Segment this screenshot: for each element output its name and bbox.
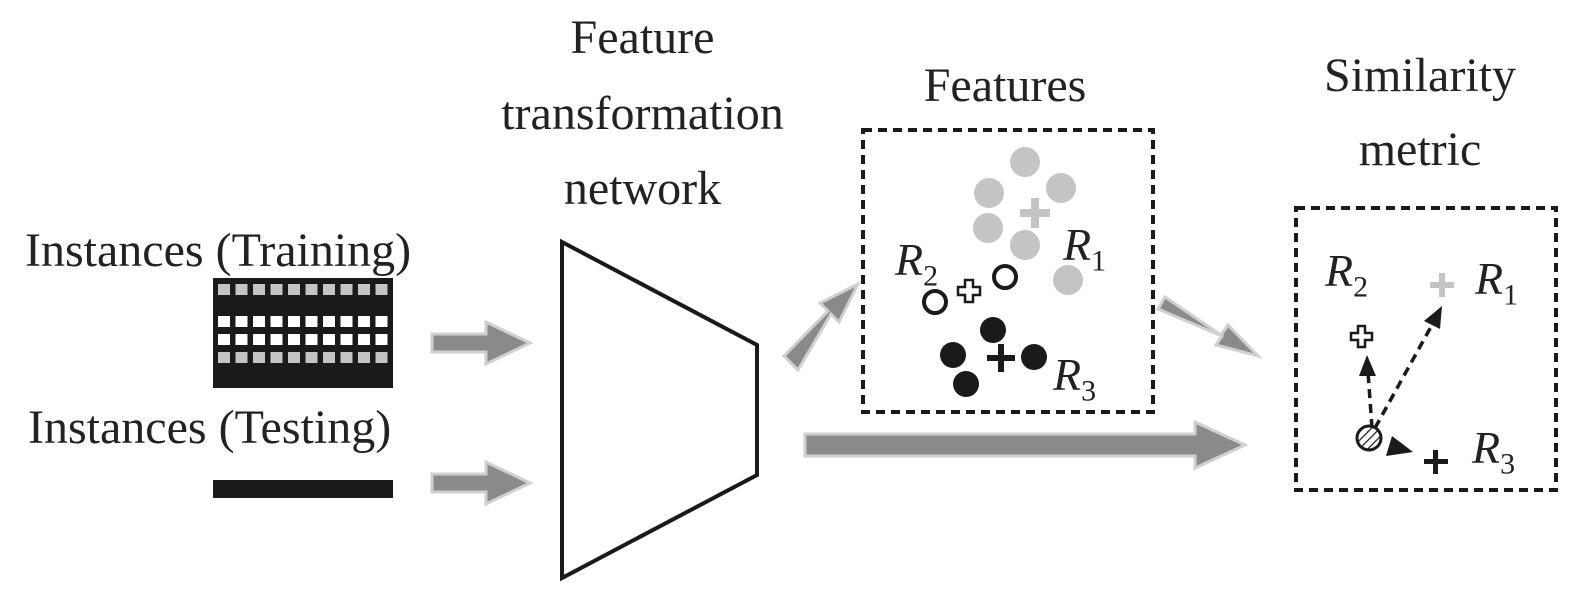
- arrow-features-to-similarity: [1155, 294, 1263, 359]
- similarity-dashed-arrows: [1366, 324, 1434, 429]
- matrix-cell: [253, 316, 265, 327]
- matrix-cell: [235, 284, 248, 295]
- matrix-cell: [340, 316, 353, 327]
- matrix-cell: [270, 316, 283, 327]
- testing-instance-bar: [213, 480, 393, 498]
- matrix-cell: [218, 352, 230, 363]
- cluster-r1-center-plus: [1020, 198, 1050, 228]
- matrix-cell: [358, 316, 370, 327]
- matrix-cell: [253, 284, 265, 295]
- matrix-cell: [235, 334, 248, 345]
- testing-label: Instances (Testing): [28, 401, 392, 454]
- similarity-title-line1: Similarity: [1324, 49, 1516, 102]
- matrix-cell: [323, 334, 335, 345]
- matrix-cell: [358, 334, 370, 345]
- network-trapezoid: [560, 238, 759, 582]
- matrix-cell: [358, 284, 370, 295]
- features-title: Features: [923, 59, 1087, 112]
- matrix-cell: [253, 352, 265, 363]
- cluster-r3-points: [940, 317, 1047, 397]
- similarity-r2-label: R2: [1325, 245, 1369, 304]
- arrow-training-to-network: [430, 319, 534, 367]
- arrow-testing-to-network: [430, 459, 534, 507]
- matrix-cell: [270, 334, 283, 345]
- arrow-network-to-features: [781, 280, 862, 373]
- network-title-line1: Feature: [570, 11, 715, 64]
- matrix-cell: [375, 334, 388, 345]
- cluster-r2-center-plus: [956, 278, 982, 304]
- matrix-cell: [235, 352, 248, 363]
- matrix-cell: [218, 334, 230, 345]
- matrix-cell: [218, 316, 230, 327]
- matrix-cell: [358, 352, 370, 363]
- cluster-r3-center-plus: [987, 344, 1015, 372]
- matrix-cell: [323, 352, 335, 363]
- matrix-cell: [288, 334, 300, 345]
- matrix-cell: [340, 334, 353, 345]
- matrix-cell: [288, 352, 300, 363]
- matrix-cell: [375, 316, 388, 327]
- network-title-line3: network: [563, 162, 722, 215]
- matrix-cell: [270, 284, 283, 295]
- matrix-cell: [305, 334, 318, 345]
- matrix-cell: [305, 316, 318, 327]
- test-sample-point: [1355, 424, 1383, 452]
- features-r3-label: R3: [1053, 349, 1097, 408]
- matrix-cell: [323, 316, 335, 327]
- matrix-cell: [270, 352, 283, 363]
- similarity-r2-plus: [1349, 324, 1374, 349]
- matrix-cell: [235, 316, 248, 327]
- matrix-cell: [375, 284, 388, 295]
- matrix-cell: [253, 334, 265, 345]
- matrix-cell: [288, 316, 300, 327]
- matrix-cell: [323, 284, 335, 295]
- matrix-cell: [305, 284, 318, 295]
- matrix-cell: [375, 352, 388, 363]
- features-r1-label: R1: [1063, 219, 1107, 278]
- similarity-title-line2: metric: [1358, 123, 1482, 176]
- similarity-r3-label: R3: [1472, 422, 1516, 481]
- training-label: Instances (Training): [25, 224, 412, 277]
- cluster-r1-points: [973, 147, 1083, 295]
- matrix-cell: [218, 284, 230, 295]
- matrix-cell: [288, 284, 300, 295]
- similarity-r3-plus: [1424, 450, 1448, 474]
- cluster-r2-points: [922, 264, 1018, 315]
- similarity-r1-plus: [1430, 273, 1454, 297]
- matrix-cell: [340, 352, 353, 363]
- features-r2-label: R2: [895, 234, 939, 293]
- matrix-cell: [340, 284, 353, 295]
- similarity-arrowheads: [1359, 306, 1442, 456]
- matrix-cell: [305, 352, 318, 363]
- similarity-r1-label: R1: [1475, 253, 1519, 312]
- arrow-network-to-similarity: [803, 419, 1249, 471]
- network-title-line2: transformation: [501, 87, 784, 140]
- training-instances-matrix: [213, 278, 393, 388]
